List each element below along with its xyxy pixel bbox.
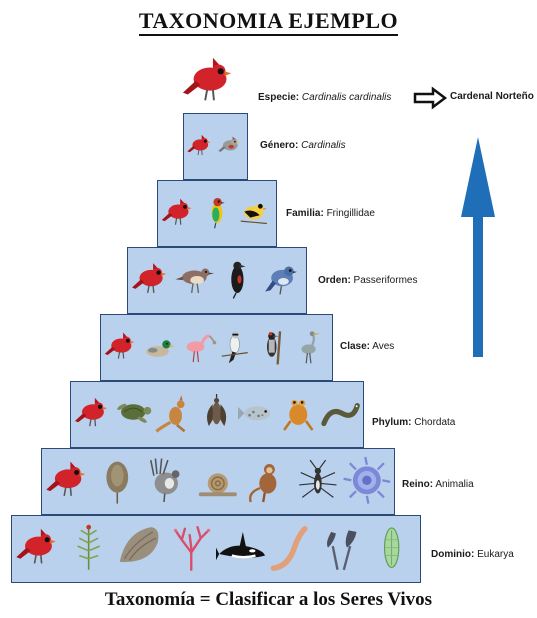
mushroom-icon xyxy=(317,524,368,571)
snail-icon xyxy=(193,457,243,504)
mallard-icon xyxy=(141,329,179,364)
crow-icon xyxy=(217,259,261,300)
common-name-label: Cardenal Norteño xyxy=(450,91,534,102)
taxon-name: Animalia xyxy=(433,479,474,490)
taxon-name: Eukarya xyxy=(474,549,513,560)
cardinal-icon xyxy=(44,457,94,504)
insect-icon xyxy=(293,457,343,504)
taxon-name: Fringillidae xyxy=(324,208,375,219)
diatom-icon xyxy=(368,524,419,571)
rank-name: Familia: xyxy=(286,208,324,219)
level-label: Phylum: Chordata xyxy=(372,417,455,428)
rank-name: Orden: xyxy=(318,275,351,286)
taxon-name: Cardinalis cardinalis xyxy=(299,92,391,103)
rank-name: Reino: xyxy=(402,479,433,490)
level-label: Reino: Animalia xyxy=(402,479,474,490)
plant-icon xyxy=(65,524,116,571)
footer-caption: Taxonomía = Clasificar a los Seres Vivos xyxy=(0,589,537,611)
thrush-icon xyxy=(174,259,218,300)
spoonbill-icon xyxy=(179,329,217,364)
cardinal-icon xyxy=(130,259,174,300)
level-label: Orden: Passeriformes xyxy=(318,275,417,286)
bat-icon xyxy=(196,394,237,433)
level-label: Género: Cardinalis xyxy=(260,140,346,151)
taxon-name: Chordata xyxy=(411,417,455,428)
rank-name: Phylum: xyxy=(372,417,411,428)
kangaroo-icon xyxy=(155,394,196,433)
eel-icon xyxy=(320,394,361,433)
taxon-name: Cardinalis xyxy=(298,140,345,151)
grouse-icon xyxy=(143,457,193,504)
sea-turtle-icon xyxy=(114,394,155,433)
level-label: Clase: Aves xyxy=(340,341,394,352)
level-label: Dominio: Eukarya xyxy=(431,549,514,560)
frog-icon xyxy=(279,394,320,433)
tanager-icon xyxy=(198,195,236,231)
rank-name: Género: xyxy=(260,140,298,151)
monkey-icon xyxy=(243,457,293,504)
jay-icon xyxy=(261,259,305,300)
goldfinch-icon xyxy=(236,195,274,231)
fish-icon xyxy=(238,394,279,433)
shrike-icon xyxy=(217,329,255,364)
fungus-icon xyxy=(115,524,166,571)
rank-name: Clase: xyxy=(340,341,370,352)
worm-icon xyxy=(267,524,318,571)
cardinal-icon xyxy=(180,52,242,110)
rank-name: Dominio: xyxy=(431,549,474,560)
taxon-name: Aves xyxy=(370,341,394,352)
level-label: Especie: Cardinalis cardinalis xyxy=(258,92,391,103)
horseshoe-crab-icon xyxy=(94,457,144,504)
heron-icon xyxy=(292,329,330,364)
up-arrow-icon xyxy=(458,135,498,360)
coral-algae-icon xyxy=(166,524,217,571)
cardinal-icon xyxy=(14,524,65,571)
cardinal-icon xyxy=(103,329,141,364)
cardinal-icon xyxy=(186,132,216,160)
woodpecker-icon xyxy=(254,329,292,364)
orca-icon xyxy=(216,524,267,571)
right-arrow-icon xyxy=(413,88,447,108)
cardinal-icon xyxy=(160,195,198,231)
anemone-icon xyxy=(342,457,392,504)
cardinal-icon xyxy=(73,394,114,433)
level-label: Familia: Fringillidae xyxy=(286,208,375,219)
taxon-name: Passeriformes xyxy=(351,275,418,286)
diagram-title: TAXONOMIA EJEMPLO xyxy=(0,8,537,34)
rank-name: Especie: xyxy=(258,92,299,103)
pyrrhuloxia-icon xyxy=(216,132,246,160)
